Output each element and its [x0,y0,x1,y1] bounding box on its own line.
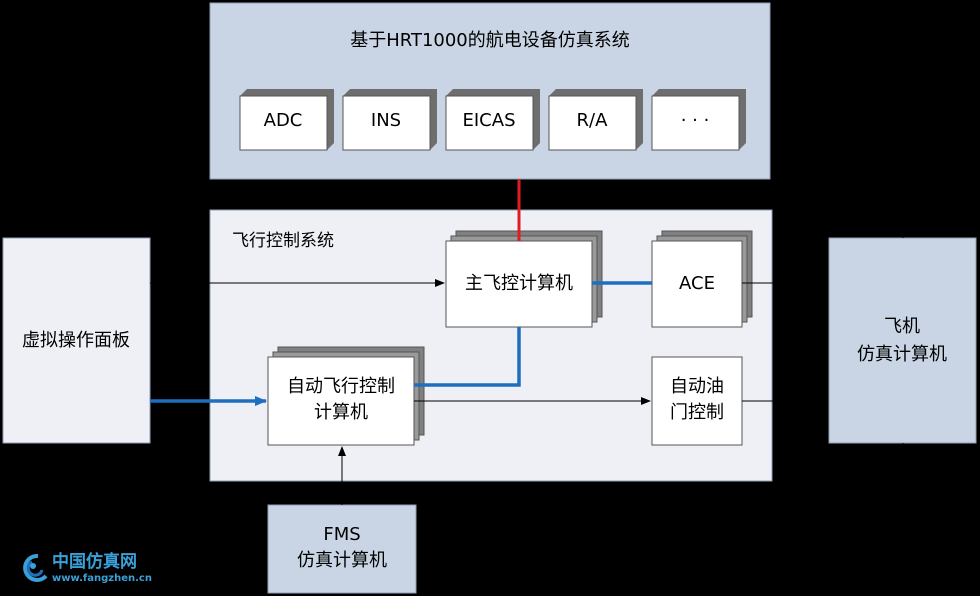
autopilot-line2: 计算机 [314,402,368,423]
fms-line1: FMS [323,524,360,545]
module-ins-label: INS [371,110,401,131]
throttle-line2: 门控制 [670,402,724,423]
fcs-title: 飞行控制系统 [232,231,334,251]
module-eicas-label: EICAS [463,110,516,131]
virtual-panel-box: 虚拟操作面板 [2,237,151,444]
module-ra-label: R/A [577,110,609,131]
arrow-aircraft-to-sim-system [771,87,904,238]
autopilot-box: 自动飞行控制 计算机 [267,346,425,446]
avionics-sim-title: 基于HRT1000的航电设备仿真系统 [350,30,630,51]
main-fc-label: 主飞控计算机 [465,273,573,294]
watermark-swirl-icon [23,553,48,582]
aircraft-sim-line2: 仿真计算机 [857,344,947,365]
throttle-line1: 自动油 [670,376,724,397]
virtual-panel-label: 虚拟操作面板 [22,330,130,351]
main-fc-box: 主飞控计算机 [445,230,603,328]
module-eicas: EICAS [445,89,540,151]
throttle-box: 自动油 门控制 [651,356,743,446]
module-adc: ADC [239,89,334,151]
aircraft-sim-line1: 飞机 [884,316,920,337]
aircraft-sim-box: 飞机 仿真计算机 [828,237,977,444]
watermark: 中国仿真网 www.fangzhen.cn [23,551,152,584]
autopilot-line1: 自动飞行控制 [287,376,395,397]
fms-line2: 仿真计算机 [297,550,387,571]
ace-label: ACE [679,273,715,294]
connections [150,87,904,552]
watermark-url: www.fangzhen.cn [52,573,152,584]
arrow-aircraft-to-fms [417,443,904,552]
module-more-label: · · · [681,110,710,131]
module-adc-label: ADC [264,110,303,131]
link-autopilot-main-fc [414,327,521,387]
fms-box: FMS 仿真计算机 [267,504,417,594]
watermark-name: 中国仿真网 [52,551,137,572]
module-ra: R/A [548,89,643,151]
avionics-sim-system: 基于HRT1000的航电设备仿真系统 ADC INS EICAS R/A · ·… [209,2,771,180]
module-more: · · · [651,89,746,151]
module-ins: INS [342,89,437,151]
ace-box: ACE [651,230,753,328]
